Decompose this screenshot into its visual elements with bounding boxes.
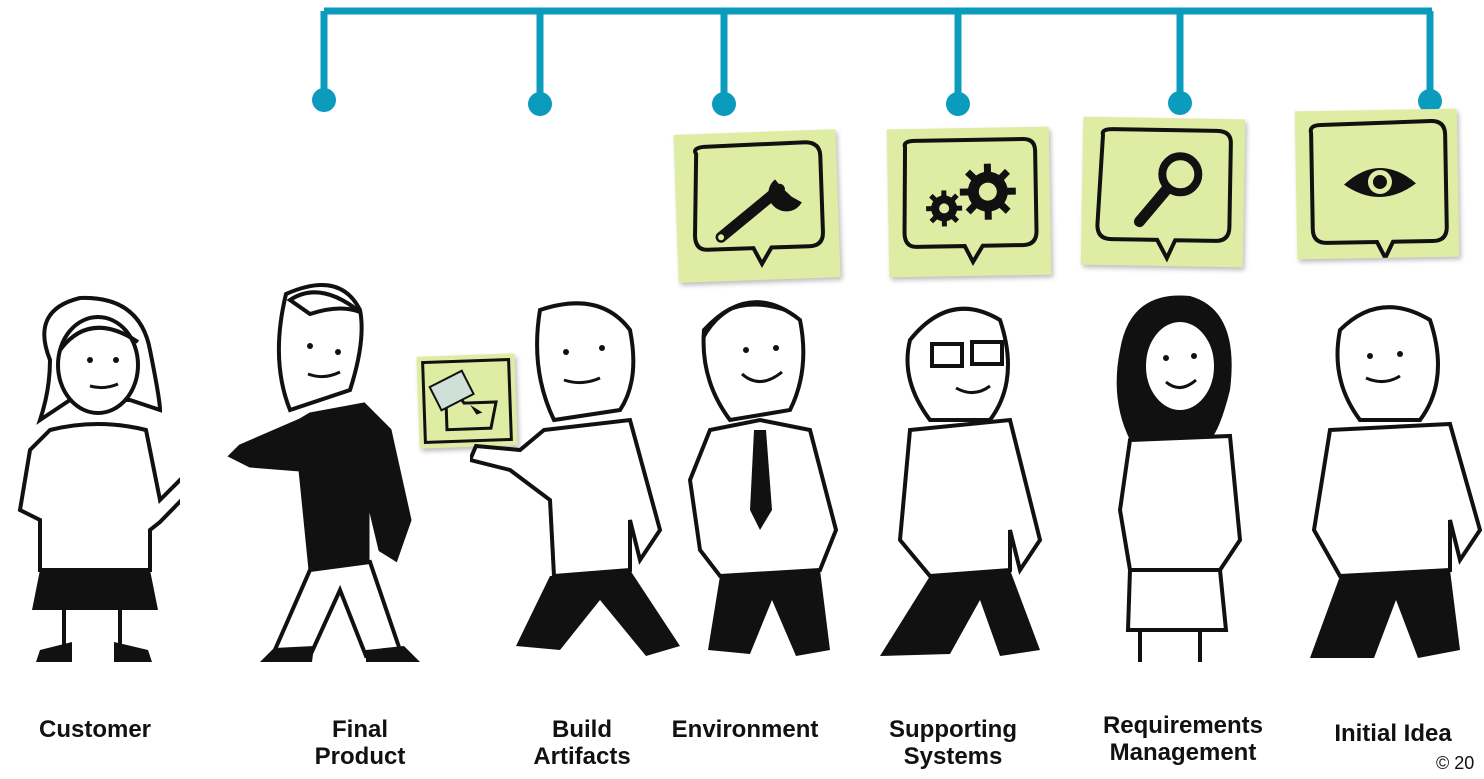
bracket-dot	[312, 88, 336, 112]
person-customer	[17, 295, 180, 662]
label-build-artifacts: Build Artifacts	[533, 716, 631, 770]
folder-icon	[421, 357, 513, 445]
bracket-dot	[946, 92, 970, 116]
wrench-icon	[715, 179, 802, 243]
bracket-dot	[1418, 89, 1442, 113]
person-environment	[687, 300, 839, 656]
handoff-note	[416, 353, 518, 449]
person-requirements-management	[1116, 295, 1243, 662]
bracket-dot	[1168, 91, 1192, 115]
person-build-artifacts	[470, 301, 680, 656]
label-environment: Environment	[671, 716, 819, 743]
sticky-note-environment	[673, 129, 841, 283]
eye-icon	[1344, 167, 1416, 197]
sticky-note-supporting-systems	[886, 126, 1052, 278]
label-initial-idea: Initial Idea	[1334, 720, 1452, 747]
sticky-note-requirements	[1080, 116, 1246, 268]
speech-bubble	[1095, 127, 1233, 263]
label-supporting-systems: Supporting Systems	[889, 716, 1017, 770]
person-final-product	[227, 283, 420, 662]
speech-bubble	[1308, 119, 1449, 260]
bracket-dot	[712, 92, 736, 116]
label-requirements-management: Requirements Management	[1102, 712, 1264, 766]
gears-icon	[926, 163, 1016, 227]
label-final-product: Final Product	[314, 716, 406, 770]
magnifier-icon	[1133, 152, 1203, 228]
speech-bubble	[902, 137, 1039, 267]
speech-bubble	[693, 140, 825, 268]
person-supporting-systems	[880, 306, 1043, 656]
copyright-text: © 20	[1436, 753, 1475, 773]
bracket-dot	[528, 92, 552, 116]
label-customer: Customer	[38, 716, 152, 743]
sticky-note-initial-idea	[1294, 108, 1460, 260]
person-initial-idea	[1310, 305, 1483, 658]
